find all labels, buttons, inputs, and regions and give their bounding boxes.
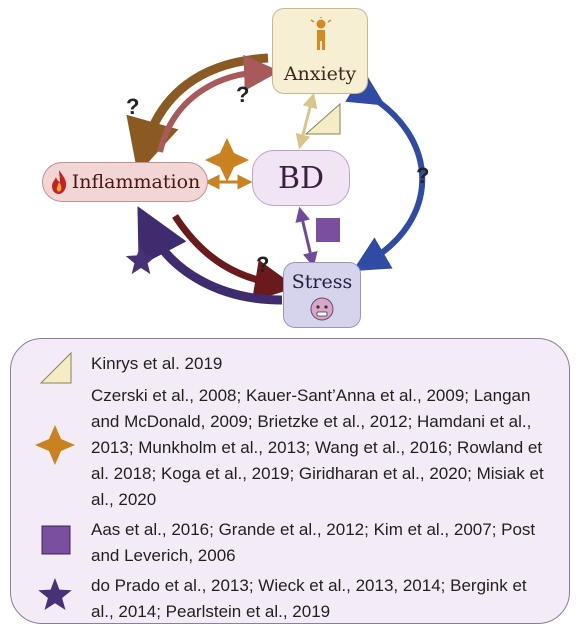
triangle-marker-anxiety-bd (304, 102, 341, 135)
square-marker-bd-stress (316, 218, 340, 242)
legend-text-four-point-star: Czerski et al., 2008; Kauer-Sant’Anna et… (91, 386, 544, 509)
five-point-star-marker (125, 245, 157, 275)
square-icon (41, 525, 71, 555)
arrow-anxiety-bd (295, 92, 318, 150)
anxiety-node: Anxiety (272, 8, 368, 94)
question-mark-2: ? (236, 82, 249, 107)
stress-label: Stress (291, 271, 353, 293)
legend-text-triangle: Kinrys et al. 2019 (91, 354, 223, 373)
legend-text-square: Aas et al., 2016; Grande et al., 2012; K… (91, 520, 536, 565)
bd-label: BD (277, 160, 325, 196)
anxiety-label: Anxiety (283, 63, 357, 85)
four-point-star-icon (35, 425, 75, 465)
arrow-stress-to-inflammation (137, 206, 283, 305)
arrow-inflammation-to-anxiety (157, 54, 280, 153)
inflammation-label: Inflammation (71, 171, 201, 193)
four-point-star-marker (205, 138, 249, 182)
five-point-star-icon (38, 578, 72, 610)
flame-icon (51, 170, 66, 194)
question-mark-4: ? (256, 252, 269, 277)
arrow-anxiety-stress-bidirectional (345, 71, 426, 272)
anxious-person-icon (310, 17, 332, 50)
stress-node: Stress (283, 262, 361, 328)
legend-text-five-point-star: do Prado et al., 2013; Wieck et al., 201… (91, 576, 527, 621)
stressed-face-icon (310, 297, 334, 321)
question-mark-3: ? (416, 163, 429, 188)
triangle-icon (39, 351, 72, 384)
arrow-bd-stress (295, 206, 318, 268)
inflammation-node: Inflammation (42, 162, 208, 202)
bd-node: BD (252, 150, 350, 206)
references-legend: Kinrys et al. 2019 Czerski et al., 2008;… (10, 338, 570, 624)
question-mark-1: ? (126, 94, 139, 119)
